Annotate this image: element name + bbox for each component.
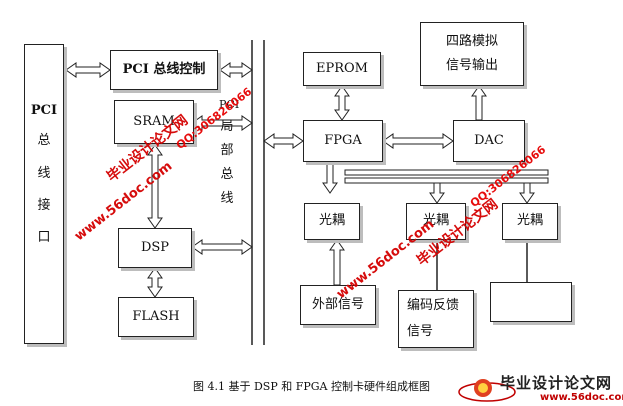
optocoupler-2-box: 光耦	[406, 203, 466, 240]
blank-box	[490, 282, 572, 322]
dsp-box: DSP	[118, 228, 192, 268]
logo-graphic	[458, 379, 516, 402]
figure-caption: 图 4.1 基于 DSP 和 FPGA 控制卡硬件组成框图	[193, 380, 430, 393]
pci-interface-char-4: 口	[37, 230, 51, 245]
fpga-output-bus	[344, 169, 549, 184]
local-bus-char-5: 线	[220, 191, 234, 207]
local-bus-char-4: 总	[220, 167, 234, 183]
local-bus-char-3: 部	[220, 143, 234, 159]
four-channel-output-box: 四路模拟 信号输出	[420, 22, 524, 86]
pci-bus-control-label: PCI 总线控制	[122, 61, 206, 77]
arrow-bus-to-opto3	[519, 182, 535, 204]
pci-interface-top: PCI	[30, 103, 58, 118]
dac-box: DAC	[453, 120, 525, 162]
pci-interface-char-1: 总	[37, 133, 51, 149]
arrow-external-to-opto1	[329, 239, 345, 286]
dac-label: DAC	[474, 132, 504, 148]
encoder-line1: 编码反馈	[407, 297, 460, 313]
optocoupler-3-box: 光耦	[502, 203, 558, 240]
arrow-bus-to-opto2	[429, 182, 445, 204]
eprom-label: EPROM	[316, 60, 368, 76]
arrow-dsp-to-bus	[191, 239, 253, 255]
pci-interface-box: PCI 总 线 接 口	[24, 44, 64, 344]
four-channel-line1: 四路模拟	[445, 33, 498, 49]
sram-label: SRAM	[133, 113, 175, 129]
pci-interface-char-3: 接	[37, 197, 51, 213]
flash-label: FLASH	[132, 308, 180, 324]
pci-interface-char-2: 线	[37, 165, 51, 181]
four-channel-line2: 信号输出	[445, 58, 498, 73]
optocoupler-1-box: 光耦	[304, 203, 360, 240]
arrow-sram-to-bus	[191, 115, 253, 131]
arrow-bus-to-fpga	[263, 133, 304, 149]
arrow-dac-to-output	[471, 85, 487, 121]
arrow-eprom-fpga	[334, 85, 350, 121]
optocoupler-2-label: 光耦	[422, 213, 449, 229]
eprom-box: EPROM	[303, 52, 381, 86]
dsp-label: DSP	[140, 239, 170, 255]
arrow-pci-interface-to-control	[65, 62, 111, 78]
logo-url: www.56doc.com	[540, 392, 623, 403]
fpga-label: FPGA	[324, 132, 362, 148]
flash-box: FLASH	[118, 297, 194, 337]
encoder-feedback-box: 编码反馈 信号	[398, 290, 474, 348]
arrow-dsp-flash	[147, 267, 163, 298]
external-signal-box: 外部信号	[300, 285, 376, 325]
encoder-line2: 信号	[407, 324, 434, 339]
local-bus-char-1: PCI	[219, 98, 240, 111]
logo-name: 毕业设计论文网	[500, 374, 613, 392]
sram-box: SRAM	[114, 100, 194, 144]
local-bus-label: PCI 局 部 总 线	[219, 95, 240, 212]
external-signal-label: 外部信号	[311, 296, 364, 312]
pci-bus-control-box: PCI 总线控制	[110, 50, 218, 90]
arrow-control-to-bus	[219, 62, 253, 78]
optocoupler-1-label: 光耦	[318, 213, 345, 229]
arrow-fpga-to-opto1	[322, 161, 338, 194]
fpga-box: FPGA	[303, 120, 383, 162]
arrow-fpga-to-dac	[382, 133, 454, 149]
optocoupler-3-label: 光耦	[516, 213, 543, 229]
local-bus-char-2: 局	[220, 119, 234, 135]
